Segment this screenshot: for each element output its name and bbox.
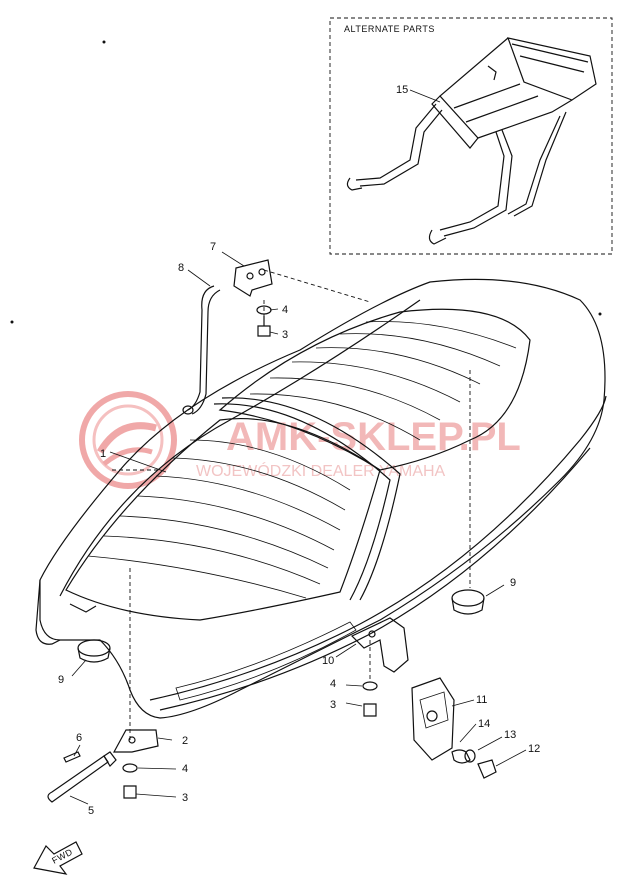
part-7-bracket <box>233 259 273 297</box>
mark-dot <box>102 40 106 44</box>
callout-14: 14 <box>478 718 490 730</box>
part-11-lock <box>411 677 497 779</box>
callout-1: 1 <box>100 448 106 460</box>
callout-3-top: 3 <box>282 329 288 341</box>
callout-12: 12 <box>528 743 540 755</box>
mark-dot <box>598 312 602 316</box>
watermark: AMK-SKLEP.PL WOJEWÓDZKI DEALER YAMAHA <box>79 391 521 489</box>
watermark-logo <box>79 391 177 489</box>
callouts: 1 2 3 3 3 4 4 4 5 6 7 8 9 9 10 11 12 13 … <box>58 241 540 817</box>
callout-9-rear: 9 <box>510 577 516 589</box>
callout-10: 10 <box>322 655 334 667</box>
rear-pleats <box>249 321 517 441</box>
leader-lines <box>69 251 527 805</box>
callout-4-lower: 4 <box>182 763 188 775</box>
callout-13: 13 <box>504 729 516 741</box>
part-9-damper-rear <box>451 589 485 615</box>
inset-border <box>329 17 613 255</box>
callout-11: 11 <box>476 694 487 706</box>
callout-15: 15 <box>396 84 408 96</box>
callout-6: 6 <box>76 732 82 744</box>
callout-2: 2 <box>182 735 188 747</box>
part-8-strap <box>182 285 221 415</box>
front-pleats <box>87 439 351 599</box>
assembly-guidelines <box>112 269 471 740</box>
watermark-subtext: WOJEWÓDZKI DEALER YAMAHA <box>196 461 446 480</box>
part-9-damper-front <box>77 639 111 663</box>
part-2-bracket <box>47 729 159 803</box>
callout-3-lower: 3 <box>182 792 188 804</box>
callout-8: 8 <box>178 262 184 274</box>
callout-5: 5 <box>88 805 94 817</box>
callout-7: 7 <box>210 241 216 253</box>
seat-illustration <box>35 278 607 719</box>
luggage-rack-illustration <box>346 37 597 245</box>
mark-dot <box>10 320 14 324</box>
front-direction-marker: FWD <box>33 841 83 875</box>
alternate-parts-inset: ALTERNATE PARTS 15 <box>329 17 613 255</box>
part-10-bracket <box>350 617 409 717</box>
fwd-label: FWD <box>50 847 74 866</box>
callout-4-rear: 4 <box>330 678 336 690</box>
inset-title: ALTERNATE PARTS <box>344 24 435 34</box>
leader-15 <box>409 89 441 103</box>
callout-3-rear: 3 <box>330 699 336 711</box>
callout-9-front: 9 <box>58 674 64 686</box>
callout-4-top: 4 <box>282 304 288 316</box>
